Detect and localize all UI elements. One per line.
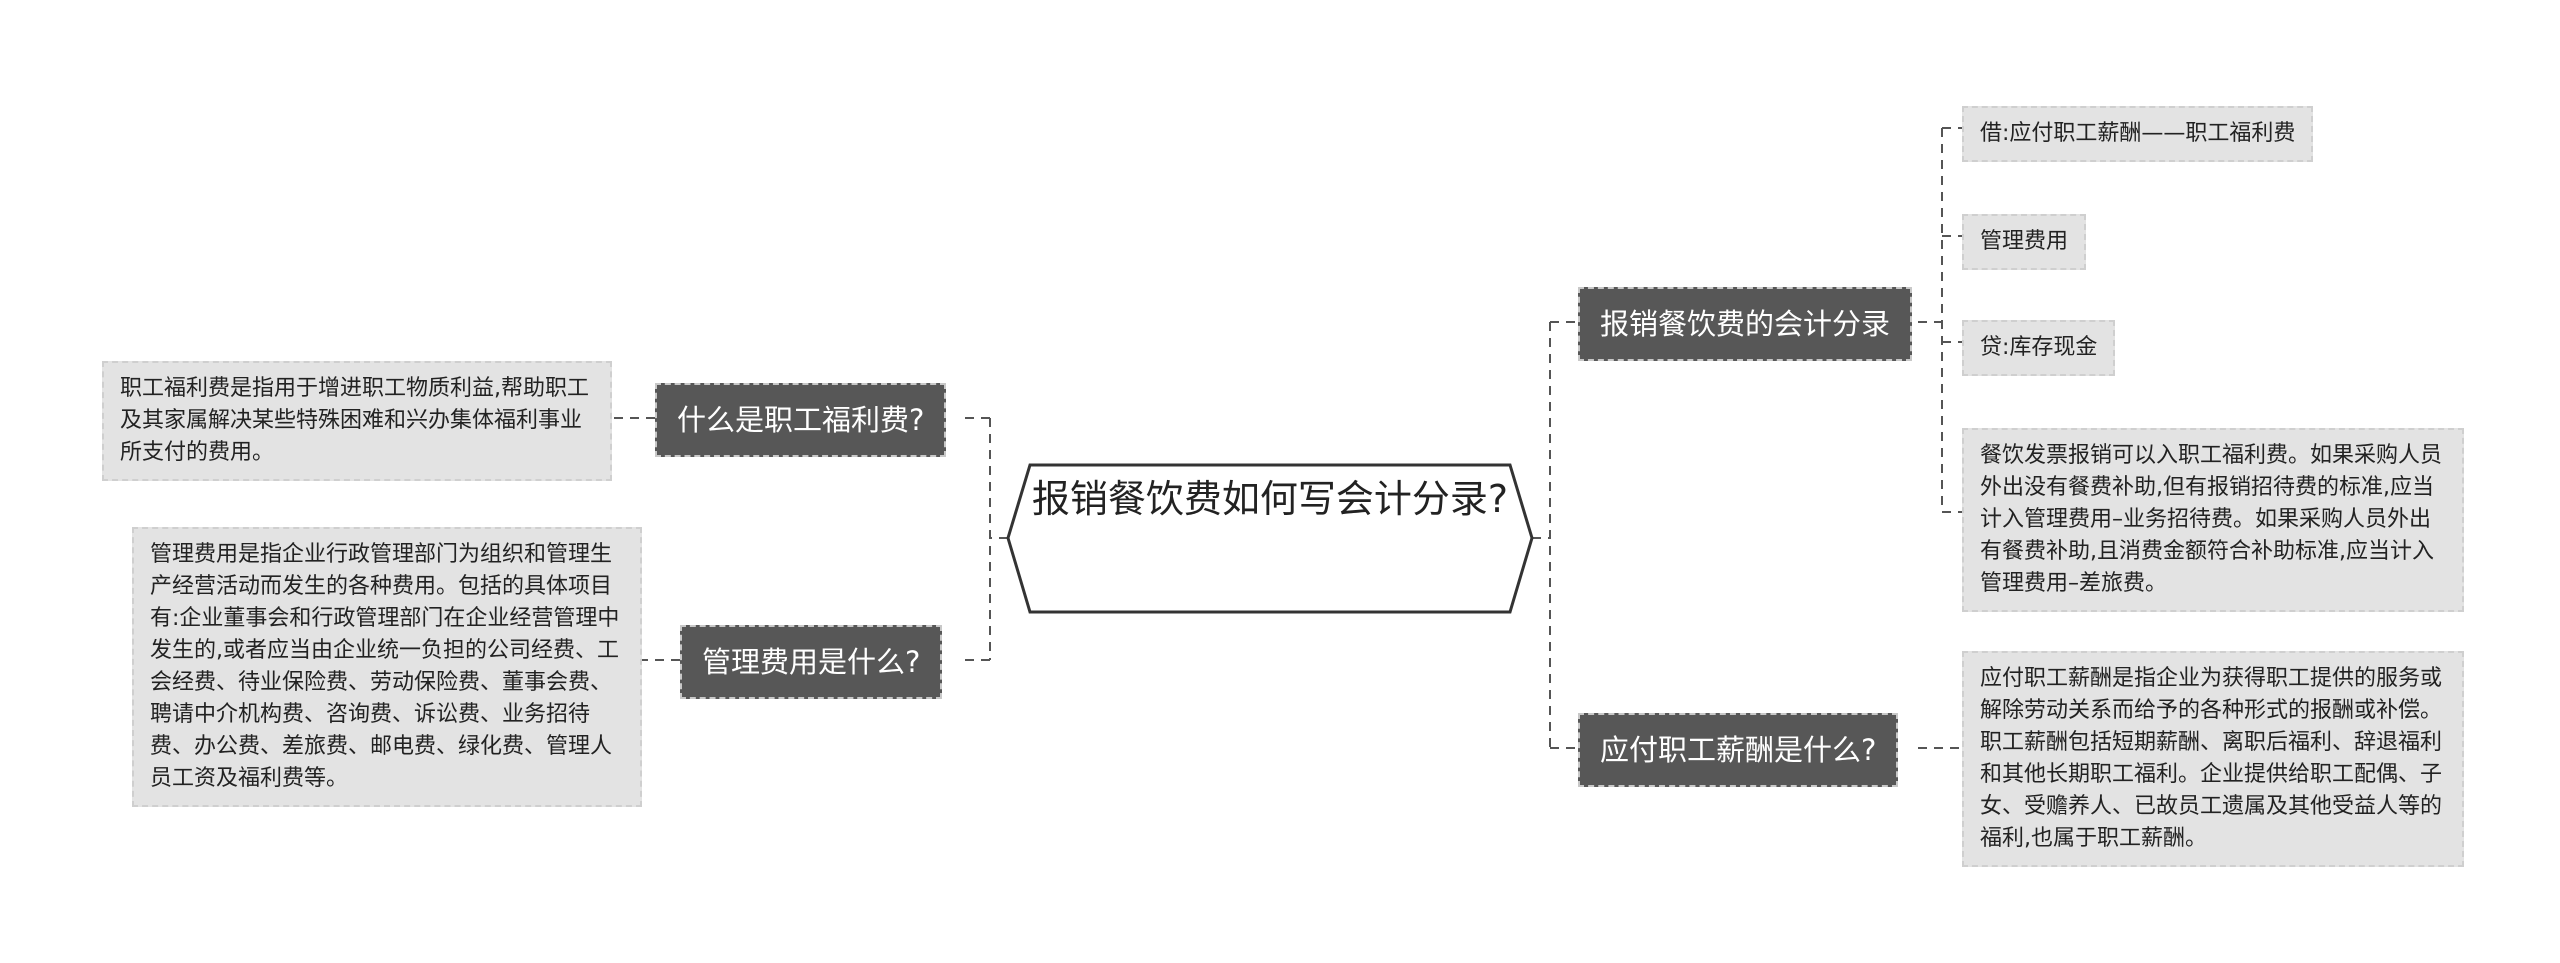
- root-node-shape: [1006, 463, 1534, 614]
- leaf-welfare-fee-definition[interactable]: 职工福利费是指用于增进职工物质利益,帮助职工及其家属解决某些特殊困难和兴办集体福…: [102, 361, 612, 481]
- branch-what-is-payroll-payable[interactable]: 应付职工薪酬是什么?: [1578, 713, 1899, 787]
- leaf-payroll-payable-definition[interactable]: 应付职工薪酬是指企业为获得职工提供的服务或解除劳动关系而给予的各种形式的报酬或补…: [1962, 651, 2464, 867]
- branch-accounting-entry[interactable]: 报销餐饮费的会计分录: [1578, 287, 1913, 361]
- branch-what-is-welfare-fee[interactable]: 什么是职工福利费?: [655, 383, 947, 457]
- connector-root-right-trunk: [1532, 322, 1551, 748]
- leaf-admin-expense-definition[interactable]: 管理费用是指企业行政管理部门为组织和管理生产经营活动而发生的各种费用。包括的具体…: [132, 527, 642, 807]
- connector-fenlu-trunk: [1918, 128, 1943, 512]
- connector-root-left-trunk: [989, 418, 1008, 660]
- root-node-title[interactable]: 报销餐饮费如何写会计分录?: [1031, 477, 1509, 521]
- leaf-credit-cash[interactable]: 贷:库存现金: [1962, 320, 2116, 376]
- leaf-meal-invoice-note[interactable]: 餐饮发票报销可以入职工福利费。如果采购人员外出没有餐费补助,但有报销招待费的标准…: [1962, 428, 2464, 612]
- leaf-admin-expense[interactable]: 管理费用: [1962, 214, 2087, 270]
- leaf-debit-payroll-welfare[interactable]: 借:应付职工薪酬——职工福利费: [1962, 106, 2314, 162]
- branch-what-is-admin-expense[interactable]: 管理费用是什么?: [680, 625, 943, 699]
